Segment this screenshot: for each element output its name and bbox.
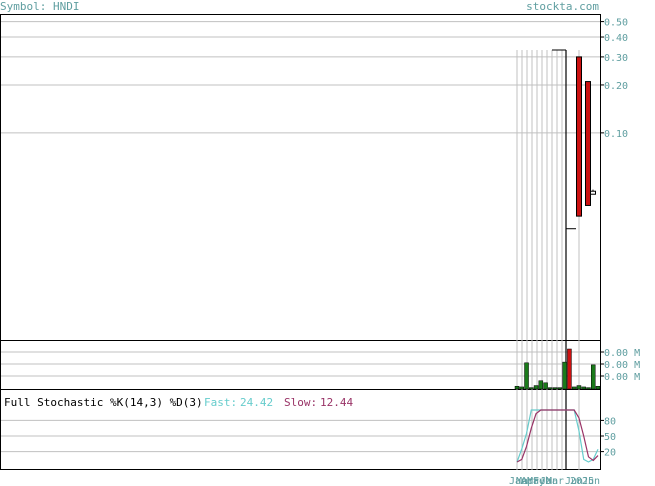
volume-tick-label: 0.00 M <box>604 360 640 371</box>
date-tick-label: Apr <box>521 476 539 486</box>
date-tick-label: Jan <box>509 476 527 486</box>
stochastic-tick-label: 50 <box>604 432 616 443</box>
price-axis-labels: 0.50 0.40 0.30 0.20 0.10 <box>604 18 628 140</box>
volume-bar <box>514 385 520 390</box>
stochastic-lines <box>516 409 599 463</box>
stochastic-axis-labels: 80 50 20 <box>604 416 616 458</box>
date-tick-label: Mar <box>516 476 534 486</box>
date-tick-label: Feb <box>533 476 551 486</box>
slow-line <box>516 409 599 463</box>
volume-bar <box>581 386 586 390</box>
candle-body <box>585 81 591 206</box>
stochastic-tick-label: 80 <box>604 416 616 427</box>
date-tick-label: Jun <box>565 476 583 486</box>
volume-bar <box>519 386 525 390</box>
volume-panel-frame <box>0 340 601 390</box>
volume-bar <box>529 387 534 390</box>
volume-bar <box>562 361 567 390</box>
date-gridlines <box>516 49 580 470</box>
date-tick-label: Jan <box>540 476 558 486</box>
volume-axis-labels: 0.00 M0.00 M0.00 M <box>604 348 640 383</box>
date-tick-label: May <box>527 476 545 486</box>
volume-bar <box>576 385 582 390</box>
stochastic-title: Full Stochastic %K(14,3) %D(3) <box>4 396 203 409</box>
volume-bar <box>586 387 591 390</box>
volume-grid <box>1 351 604 377</box>
volume-bar <box>543 382 548 390</box>
volume-tick-label: 0.00 M <box>604 372 640 383</box>
price-candles <box>576 56 596 217</box>
slow-label: Slow: <box>284 396 317 409</box>
candle-body <box>576 56 582 217</box>
price-grid <box>1 21 604 134</box>
volume-bars <box>514 348 601 390</box>
stochastic-panel-frame <box>0 389 601 470</box>
volume-bar <box>552 387 558 390</box>
price-tick-label: 0.10 <box>604 129 628 140</box>
volume-bar <box>557 387 563 390</box>
volume-bar <box>595 385 601 390</box>
volume-bar <box>538 380 544 390</box>
symbol-label: Symbol: HNDI <box>0 0 80 13</box>
fast-value: 24.42 <box>240 396 273 409</box>
price-tick-label: 0.30 <box>604 53 628 64</box>
price-tick-label: 0.50 <box>604 18 628 29</box>
stochastic-grid <box>1 419 604 453</box>
stochastic-tick-label: 20 <box>604 448 616 459</box>
volume-bar <box>571 386 577 390</box>
fast-label: Fast: <box>204 396 237 409</box>
candle-body <box>590 190 596 195</box>
volume-bar <box>590 364 596 390</box>
date-tick-label: 2025 <box>570 476 594 486</box>
date-tick-label: Jun <box>582 476 600 486</box>
volume-bar <box>548 387 553 390</box>
price-panel-frame <box>0 14 601 341</box>
site-name[interactable]: stockta.com <box>526 0 599 13</box>
slow-value: 12.44 <box>320 396 353 409</box>
price-tick-label: 0.40 <box>604 33 628 44</box>
date-tick-label: Mar <box>546 476 564 486</box>
volume-tick-label: 0.00 M <box>604 348 640 359</box>
volume-bar <box>567 348 572 390</box>
volume-bar <box>524 362 529 390</box>
price-tick-label: 0.20 <box>604 81 628 92</box>
volume-bar <box>533 385 539 390</box>
